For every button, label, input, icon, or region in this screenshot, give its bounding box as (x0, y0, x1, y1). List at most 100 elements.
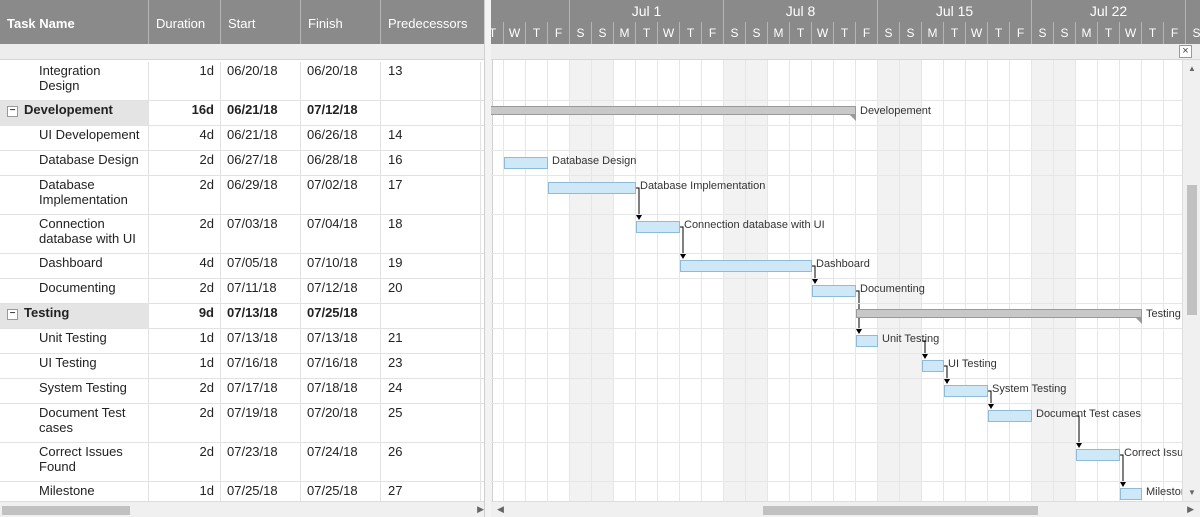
predecessors-cell[interactable]: 19 (381, 254, 481, 278)
chart-horizontal-scrollbar[interactable]: ◀ ▶ (491, 501, 1200, 517)
scroll-down-arrow-icon[interactable]: ▼ (1188, 488, 1196, 497)
task-name-cell[interactable]: Document Test cases (0, 404, 149, 442)
task-bar[interactable] (812, 285, 856, 297)
start-cell[interactable]: 07/19/18 (221, 404, 301, 442)
column-header-start[interactable]: Start (221, 0, 301, 44)
finish-cell[interactable]: 07/20/18 (301, 404, 381, 442)
task-name-cell[interactable]: UI Testing (0, 354, 149, 378)
start-cell[interactable]: 06/29/18 (221, 176, 301, 214)
predecessors-cell[interactable]: 20 (381, 279, 481, 303)
start-cell[interactable]: 07/03/18 (221, 215, 301, 253)
task-bar[interactable] (548, 182, 636, 194)
start-cell[interactable]: 07/17/18 (221, 379, 301, 403)
task-bar[interactable] (1076, 449, 1120, 461)
task-name-cell[interactable]: Documenting (0, 279, 149, 303)
finish-cell[interactable]: 07/02/18 (301, 176, 381, 214)
start-cell[interactable]: 06/21/18 (221, 126, 301, 150)
column-header-finish[interactable]: Finish (301, 0, 381, 44)
task-bar[interactable] (922, 360, 944, 372)
finish-cell[interactable]: 07/12/18 (301, 101, 381, 125)
task-name-cell[interactable]: Integration Design (0, 62, 149, 100)
predecessors-cell[interactable]: 17 (381, 176, 481, 214)
task-bar[interactable] (988, 410, 1032, 422)
column-header-task-name[interactable]: Task Name (0, 0, 149, 44)
start-cell[interactable]: 07/25/18 (221, 482, 301, 506)
predecessors-cell[interactable]: 26 (381, 443, 481, 481)
predecessors-cell[interactable] (381, 304, 481, 328)
duration-cell[interactable]: 2d (149, 279, 221, 303)
duration-cell[interactable]: 16d (149, 101, 221, 125)
task-name-cell[interactable]: Unit Testing (0, 329, 149, 353)
task-name-cell[interactable]: Database Implementation (0, 176, 149, 214)
task-bar[interactable] (856, 335, 878, 347)
finish-cell[interactable]: 07/04/18 (301, 215, 381, 253)
task-bar[interactable] (680, 260, 812, 272)
duration-cell[interactable]: 2d (149, 379, 221, 403)
task-name-cell[interactable]: Database Design (0, 151, 149, 175)
task-name-cell[interactable]: UI Developement (0, 126, 149, 150)
chart-scroll-thumb[interactable] (763, 506, 1038, 515)
duration-cell[interactable]: 1d (149, 482, 221, 506)
start-cell[interactable]: 07/11/18 (221, 279, 301, 303)
finish-cell[interactable]: 07/18/18 (301, 379, 381, 403)
start-cell[interactable]: 07/13/18 (221, 329, 301, 353)
start-cell[interactable]: 06/21/18 (221, 101, 301, 125)
finish-cell[interactable]: 06/20/18 (301, 62, 381, 100)
start-cell[interactable]: 07/23/18 (221, 443, 301, 481)
start-cell[interactable]: 07/13/18 (221, 304, 301, 328)
start-cell[interactable]: 06/27/18 (221, 151, 301, 175)
finish-cell[interactable]: 07/24/18 (301, 443, 381, 481)
finish-cell[interactable]: 07/16/18 (301, 354, 381, 378)
collapse-toggle-icon[interactable]: − (7, 309, 18, 320)
predecessors-cell[interactable]: 13 (381, 62, 481, 100)
scroll-right-arrow-icon[interactable]: ▶ (477, 504, 484, 514)
finish-cell[interactable]: 06/28/18 (301, 151, 381, 175)
duration-cell[interactable]: 4d (149, 254, 221, 278)
duration-cell[interactable]: 2d (149, 404, 221, 442)
predecessors-cell[interactable]: 24 (381, 379, 481, 403)
predecessors-cell[interactable] (381, 101, 481, 125)
task-name-cell[interactable]: System Testing (0, 379, 149, 403)
vertical-scroll-thumb[interactable] (1187, 185, 1197, 315)
start-cell[interactable]: 07/05/18 (221, 254, 301, 278)
summary-bar[interactable] (491, 106, 856, 121)
predecessors-cell[interactable]: 23 (381, 354, 481, 378)
finish-cell[interactable]: 06/26/18 (301, 126, 381, 150)
task-bar[interactable] (944, 385, 988, 397)
task-bar[interactable] (504, 157, 548, 169)
summary-bar[interactable] (856, 309, 1142, 324)
scroll-right-arrow-icon[interactable]: ▶ (1187, 504, 1194, 514)
pane-splitter[interactable] (484, 0, 493, 517)
finish-cell[interactable]: 07/12/18 (301, 279, 381, 303)
task-bar[interactable] (636, 221, 680, 233)
scroll-up-arrow-icon[interactable]: ▲ (1188, 64, 1196, 73)
task-name-cell[interactable]: Milestone (0, 482, 149, 506)
duration-cell[interactable]: 2d (149, 443, 221, 481)
collapse-toggle-icon[interactable]: − (7, 106, 18, 117)
column-header-predecessors[interactable]: Predecessors (381, 0, 485, 44)
duration-cell[interactable]: 1d (149, 329, 221, 353)
predecessors-cell[interactable]: 27 (381, 482, 481, 506)
chart-vertical-scrollbar[interactable]: ▲ ▼ (1182, 60, 1200, 501)
duration-cell[interactable]: 4d (149, 126, 221, 150)
start-cell[interactable]: 07/16/18 (221, 354, 301, 378)
finish-cell[interactable]: 07/13/18 (301, 329, 381, 353)
task-name-cell[interactable]: Dashboard (0, 254, 149, 278)
grid-scroll-thumb[interactable] (2, 506, 130, 515)
scroll-left-arrow-icon[interactable]: ◀ (497, 504, 504, 514)
duration-cell[interactable]: 2d (149, 176, 221, 214)
predecessors-cell[interactable]: 21 (381, 329, 481, 353)
predecessors-cell[interactable]: 16 (381, 151, 481, 175)
